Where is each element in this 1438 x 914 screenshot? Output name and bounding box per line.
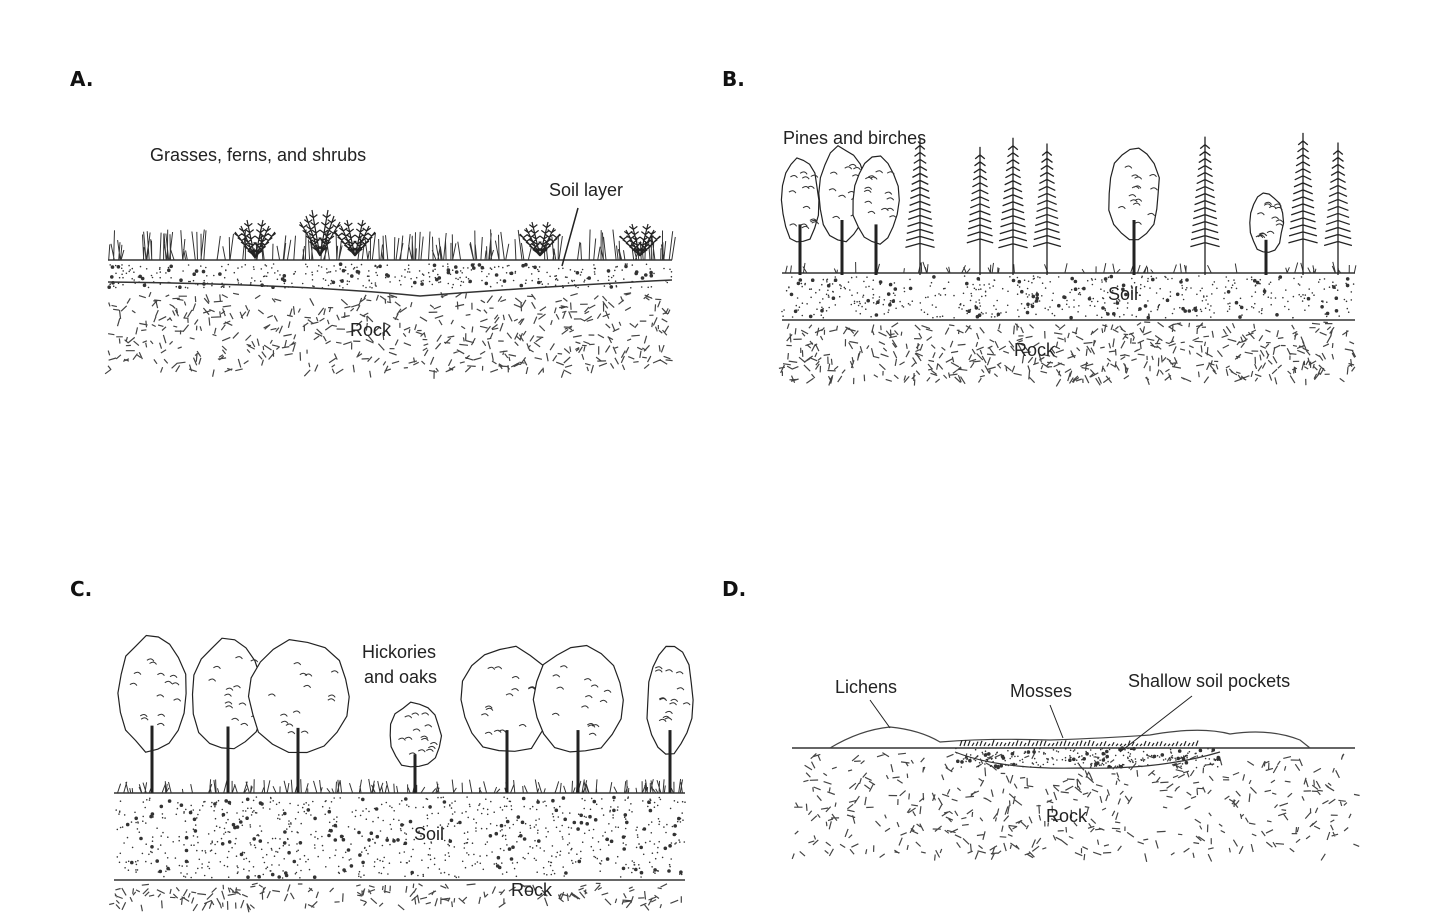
soil-pocket-outline (954, 751, 1221, 769)
pine-tree-icon (1190, 136, 1220, 275)
pine-tree-icon (905, 137, 935, 275)
panel-b-letter: B. (722, 67, 745, 91)
lichens-pointer (869, 699, 891, 729)
rock-texture (104, 291, 673, 379)
tree-foliage (654, 666, 691, 722)
hickories-label: Hickories (362, 642, 436, 662)
tree-crown-icon (818, 144, 866, 243)
soil-rock-boundary-a (107, 279, 673, 297)
soil-layer-pointer (561, 207, 579, 267)
oaks-label: and oaks (364, 667, 437, 687)
fern-icon (233, 219, 277, 259)
tree-crown-icon (247, 638, 350, 754)
tree-foliage (1118, 165, 1158, 225)
soil-texture (115, 795, 686, 879)
lichens-label: Lichens (835, 677, 897, 697)
tree-crown-icon (1108, 147, 1160, 241)
tree-crown-icon (117, 634, 187, 753)
soil-texture (781, 274, 1355, 320)
pine-tree-icon (1288, 132, 1318, 275)
rock-texture (791, 751, 1360, 863)
shallow-soil-pointer (1119, 695, 1193, 753)
shallow-soil-label: Shallow soil pockets (1128, 671, 1290, 691)
pine-tree-icon (966, 146, 994, 275)
grass-tufts (117, 778, 683, 794)
tree-crown-icon (460, 645, 557, 752)
rock-texture (109, 882, 682, 913)
tree-crown-icon (646, 645, 694, 755)
tree-crown-icon (852, 155, 900, 245)
pines-birches-label: Pines and birches (783, 128, 926, 148)
tree-foliage (481, 666, 537, 735)
panel-b-drawing (778, 132, 1357, 387)
pine-tree-icon (1032, 143, 1062, 275)
soil-layer-label: Soil layer (549, 180, 623, 200)
soil-label-b: Soil (1108, 284, 1138, 304)
grass-tufts (108, 229, 676, 261)
rock-label-a: Rock (350, 320, 392, 340)
pine-tree-icon (1323, 142, 1353, 275)
pine-tree-icon (998, 137, 1028, 275)
fern-icon (518, 221, 562, 257)
panel-c-letter: C. (70, 577, 92, 601)
lichen-moss-mat (829, 726, 1311, 749)
tree-crown-icon (532, 644, 624, 753)
tree-foliage (788, 171, 820, 230)
mosses-label: Mosses (1010, 681, 1072, 701)
tree-foliage (129, 658, 182, 727)
panel-a-drawing (104, 209, 676, 379)
rock-texture (778, 321, 1357, 387)
tree-foliage (551, 665, 612, 736)
fern-icon (298, 209, 342, 257)
rock-label-d: Rock (1046, 806, 1088, 826)
soil-label-c: Soil (414, 824, 444, 844)
tree-foliage (863, 170, 897, 219)
panel-d-drawing (791, 726, 1360, 863)
soil-texture (107, 262, 673, 290)
tree-foliage (268, 662, 339, 735)
panel-a-letter: A. (70, 67, 93, 91)
tree-foliage (398, 712, 438, 756)
tree-crown-icon (191, 637, 265, 750)
panel-c-drawing (109, 634, 694, 913)
tree-foliage (1255, 201, 1284, 239)
rock-label-b: Rock (1014, 340, 1056, 360)
rock-label-c: Rock (511, 880, 553, 900)
grass-tufts (785, 261, 1357, 274)
mosses-pointer (1049, 704, 1064, 739)
tree-crown-icon (389, 701, 443, 768)
moss-texture (959, 739, 1199, 747)
fern-icon (618, 223, 662, 257)
panel-d-letter: D. (722, 577, 746, 601)
fern-icon (333, 219, 377, 257)
grasses-label: Grasses, ferns, and shrubs (150, 145, 366, 165)
